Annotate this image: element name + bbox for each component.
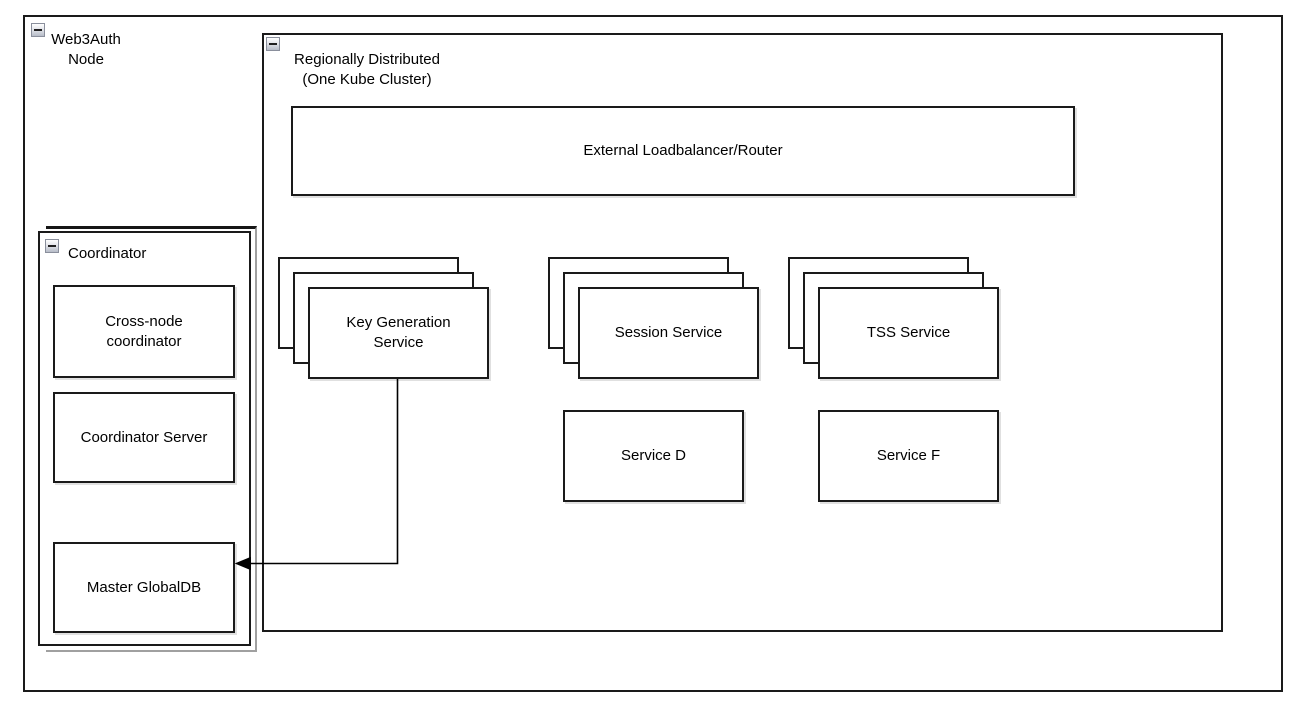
minus-glyph: [34, 29, 42, 31]
web3auth-node-label: Web3Auth Node: [51, 31, 121, 68]
box-tss-service[interactable]: TSS Service: [818, 287, 999, 379]
box-master-globaldb[interactable]: Master GlobalDB: [53, 542, 235, 633]
coordinator-label: Coordinator: [68, 245, 147, 262]
box-service-d[interactable]: Service D: [563, 410, 744, 502]
collapse-minus-icon[interactable]: [31, 23, 45, 37]
box-service-f[interactable]: Service F: [818, 410, 999, 502]
minus-glyph: [48, 245, 56, 247]
region-label: Regionally Distributed (One Kube Cluster…: [294, 51, 440, 88]
box-cross-node-coordinator[interactable]: Cross-node coordinator: [53, 285, 235, 378]
collapse-minus-icon[interactable]: [45, 239, 59, 253]
minus-glyph: [269, 43, 277, 45]
box-session-service[interactable]: Session Service: [578, 287, 759, 379]
box-coordinator-server[interactable]: Coordinator Server: [53, 392, 235, 483]
box-key-generation-service[interactable]: Key Generation Service: [308, 287, 489, 379]
collapse-minus-icon[interactable]: [266, 37, 280, 51]
box-external-loadbalancer[interactable]: External Loadbalancer/Router: [291, 106, 1075, 196]
